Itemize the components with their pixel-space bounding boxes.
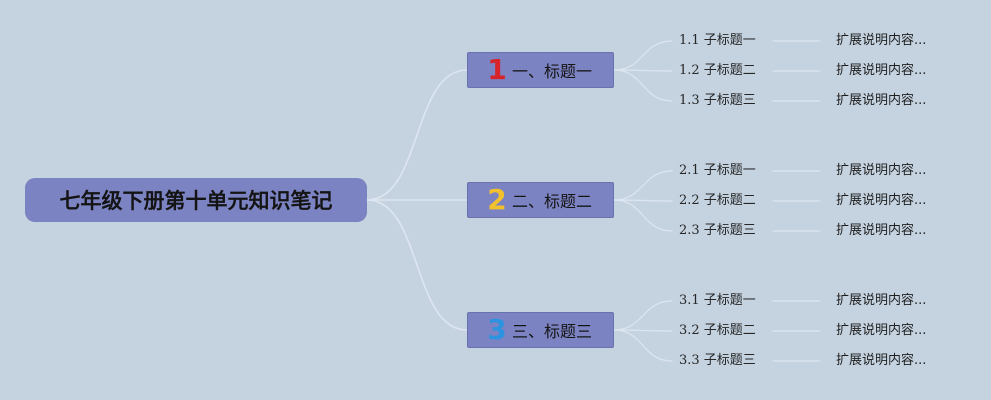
topic-connector-3-1 <box>613 300 673 331</box>
root-connector-3 <box>366 199 468 331</box>
subtopic-2-3[interactable]: 2.3 子标题三 <box>679 223 756 238</box>
topic-connector-1-3 <box>613 69 673 102</box>
root-topic[interactable]: 七年级下册第十单元知识笔记 <box>25 178 367 222</box>
number-2-icon: 2 <box>487 183 507 216</box>
subtopic-1-3[interactable]: 1.3 子标题三 <box>679 93 756 108</box>
extension-1-2[interactable]: 扩展说明内容... <box>836 63 927 78</box>
subtopic-1-2[interactable]: 1.2 子标题二 <box>679 63 756 78</box>
number-1-icon: 1 <box>487 53 507 86</box>
main-topic-1[interactable]: 1 一、标题一 <box>467 52 614 88</box>
main-topic-3[interactable]: 3 三、标题三 <box>467 312 614 348</box>
topic-connector-2-3 <box>613 199 673 232</box>
subtopic-3-2[interactable]: 3.2 子标题二 <box>679 323 756 338</box>
subtopic-1-1[interactable]: 1.1 子标题一 <box>679 33 756 48</box>
extension-2-2[interactable]: 扩展说明内容... <box>836 193 927 208</box>
root-connector-1 <box>366 69 468 201</box>
main-topic-2-label: 二、标题二 <box>512 192 593 211</box>
subtopic-2-1[interactable]: 2.1 子标题一 <box>679 163 756 178</box>
extension-1-3[interactable]: 扩展说明内容... <box>836 93 927 108</box>
main-topic-2[interactable]: 2 二、标题二 <box>467 182 614 218</box>
topic-connector-1-1 <box>613 40 673 71</box>
extension-3-1[interactable]: 扩展说明内容... <box>836 293 927 308</box>
extension-2-1[interactable]: 扩展说明内容... <box>836 163 927 178</box>
extension-1-1[interactable]: 扩展说明内容... <box>836 33 927 48</box>
topic-connector-3-3 <box>613 329 673 362</box>
extension-2-3[interactable]: 扩展说明内容... <box>836 223 927 238</box>
number-3-icon: 3 <box>487 313 507 346</box>
extension-3-2[interactable]: 扩展说明内容... <box>836 323 927 338</box>
topic-connector-2-1 <box>613 170 673 201</box>
main-topic-3-label: 三、标题三 <box>512 322 593 341</box>
root-topic-label: 七年级下册第十单元知识笔记 <box>59 189 333 213</box>
subtopic-2-2[interactable]: 2.2 子标题二 <box>679 193 756 208</box>
main-topic-1-label: 一、标题一 <box>512 62 593 81</box>
extension-3-3[interactable]: 扩展说明内容... <box>836 353 927 368</box>
subtopic-3-3[interactable]: 3.3 子标题三 <box>679 353 756 368</box>
subtopic-3-1[interactable]: 3.1 子标题一 <box>679 293 756 308</box>
